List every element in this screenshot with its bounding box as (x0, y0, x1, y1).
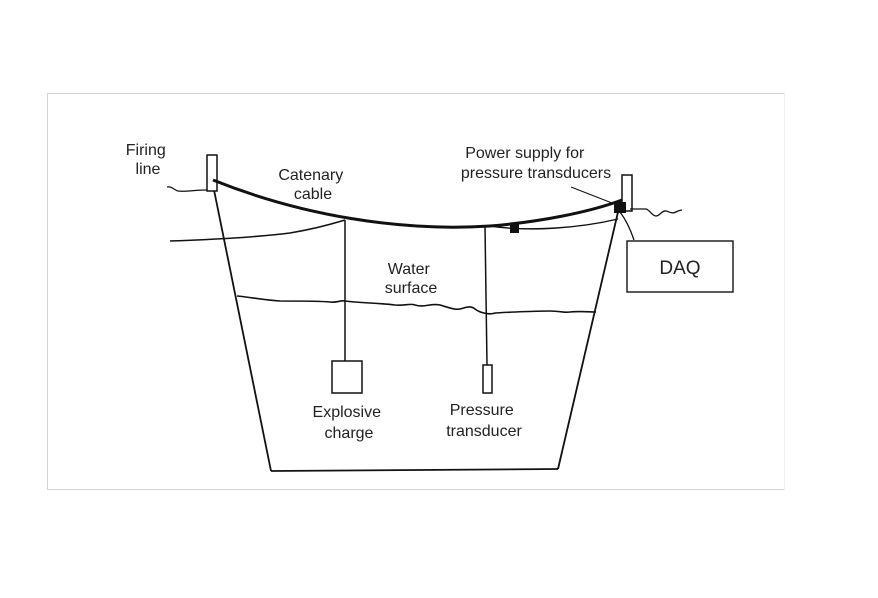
power-supply-label: Power supply for pressure transducers (461, 145, 611, 182)
water-surface-label-line2: surface (385, 280, 438, 297)
right-post (621, 174, 633, 212)
ground-line-left (169, 219, 346, 242)
tank-right-wall (557, 211, 619, 470)
daq-wire (619, 211, 635, 241)
power-supply-leader (570, 186, 613, 204)
power-supply-label-line1: Power supply for (465, 145, 585, 162)
firing-line-label-line2: line (136, 161, 161, 178)
power-supply-box (614, 202, 626, 213)
explosive-charge-label-line2: charge (325, 425, 374, 442)
catenary-cable-label-line1: Catenary (278, 167, 343, 184)
left-post (206, 154, 218, 192)
catenary-cable (212, 178, 623, 229)
ground-line-right (630, 208, 683, 217)
firing-line-wire (166, 186, 208, 192)
daq-box (626, 240, 734, 293)
water-surface-label: Water surface (385, 261, 438, 297)
figure-frame-right-edge (784, 93, 785, 490)
pressure-transducer-label-line1: Pressure (450, 402, 514, 419)
daq-label: DAQ (659, 258, 700, 279)
pressure-transducer-hanger (484, 225, 488, 366)
tank-bottom (270, 468, 559, 472)
explosive-charge-label-line1: Explosive (313, 404, 382, 421)
power-supply-label-line2: pressure transducers (461, 165, 611, 182)
pressure-transducer-label-line2: transducer (446, 423, 522, 440)
pressure-transducer-label: Pressure transducer (446, 402, 522, 440)
explosive-charge-box (331, 360, 363, 394)
tank-left-wall (212, 184, 272, 472)
catenary-cable-label-line2: cable (294, 186, 332, 203)
explosive-charge-label: Explosive charge (313, 404, 386, 442)
cable-junction-box (510, 224, 519, 233)
catenary-cable-label: Catenary cable (278, 167, 347, 203)
firing-line-label-line1: Firing (126, 142, 166, 159)
water-surface-line (236, 295, 597, 315)
firing-line-label: Firing line (126, 142, 170, 178)
transducer-signal-wire (489, 218, 619, 230)
pressure-transducer-box (482, 364, 493, 394)
water-surface-label-line1: Water (388, 261, 431, 278)
